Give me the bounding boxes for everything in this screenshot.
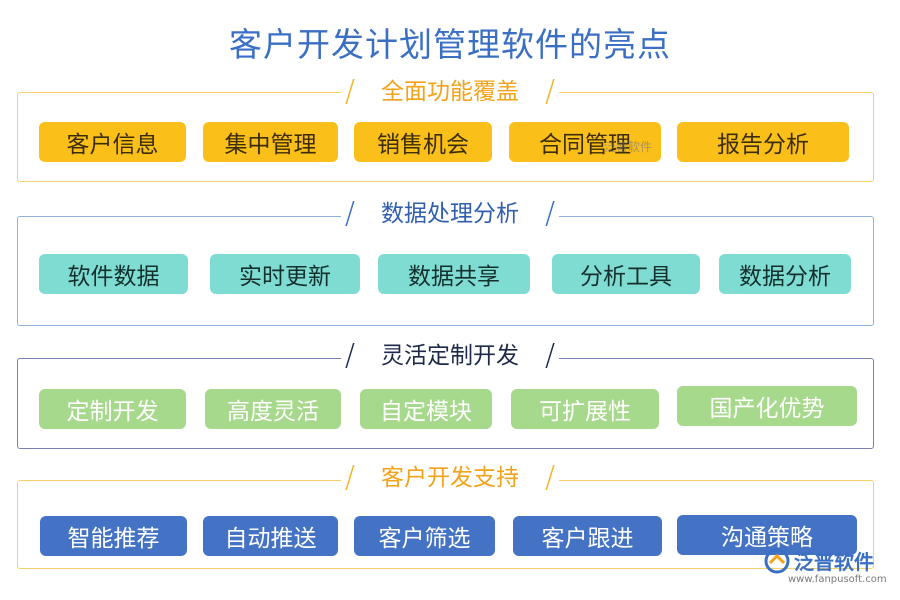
item-custom-modules: 自定模块 <box>360 389 492 429</box>
item-sales-opportunity: 销售机会 <box>354 122 492 162</box>
item-analysis-tools: 分析工具 <box>552 254 700 294</box>
item-data-analysis: 数据分析 <box>719 254 851 294</box>
item-communication-strategy: 沟通策略 <box>677 515 857 555</box>
fanpu-logo-icon <box>764 548 790 574</box>
brand-url: www.fanpusoft.com <box>788 574 887 585</box>
slash-right-icon: / <box>541 461 560 495</box>
slash-right-icon: / <box>541 339 560 373</box>
item-centralized-management: 集中管理 <box>203 122 338 162</box>
item-customer-followup: 客户跟进 <box>513 516 662 556</box>
section-title: 客户开发支持 <box>359 461 541 495</box>
item-report-analysis: 报告分析 <box>677 122 849 162</box>
slash-left-icon: / <box>340 197 359 231</box>
slash-left-icon: / <box>340 339 359 373</box>
item-auto-push: 自动推送 <box>203 516 338 556</box>
item-contract-management: 合同管理 <box>509 122 661 162</box>
item-customer-info: 客户信息 <box>39 122 186 162</box>
slash-left-icon: / <box>340 75 359 109</box>
item-scalability: 可扩展性 <box>511 389 659 429</box>
section-heading-feature-coverage: / 全面功能覆盖 / <box>0 74 900 110</box>
section-title: 全面功能覆盖 <box>359 75 541 109</box>
section-title: 数据处理分析 <box>359 197 541 231</box>
brand-logo: 泛普软件 www.fanpusoft.com <box>760 544 890 594</box>
slash-right-icon: / <box>541 75 560 109</box>
item-data-sharing: 数据共享 <box>378 254 530 294</box>
section-heading-data-processing: / 数据处理分析 / <box>0 196 900 232</box>
slash-right-icon: / <box>541 197 560 231</box>
watermark: 泛普软件 <box>604 140 653 154</box>
item-localization-advantage: 国产化优势 <box>677 386 857 426</box>
item-realtime-update: 实时更新 <box>210 254 360 294</box>
item-customer-filter: 客户筛选 <box>354 516 495 556</box>
item-custom-development: 定制开发 <box>39 389 186 429</box>
section-title: 灵活定制开发 <box>359 339 541 373</box>
section-heading-customer-support: / 客户开发支持 / <box>0 460 900 496</box>
page-title: 客户开发计划管理软件的亮点 <box>229 25 671 64</box>
item-software-data: 软件数据 <box>39 254 188 294</box>
section-heading-custom-development: / 灵活定制开发 / <box>0 338 900 374</box>
brand-name: 泛普软件 <box>794 550 874 574</box>
item-smart-recommendation: 智能推荐 <box>40 516 187 556</box>
slash-left-icon: / <box>340 461 359 495</box>
item-high-flexibility: 高度灵活 <box>205 389 341 429</box>
